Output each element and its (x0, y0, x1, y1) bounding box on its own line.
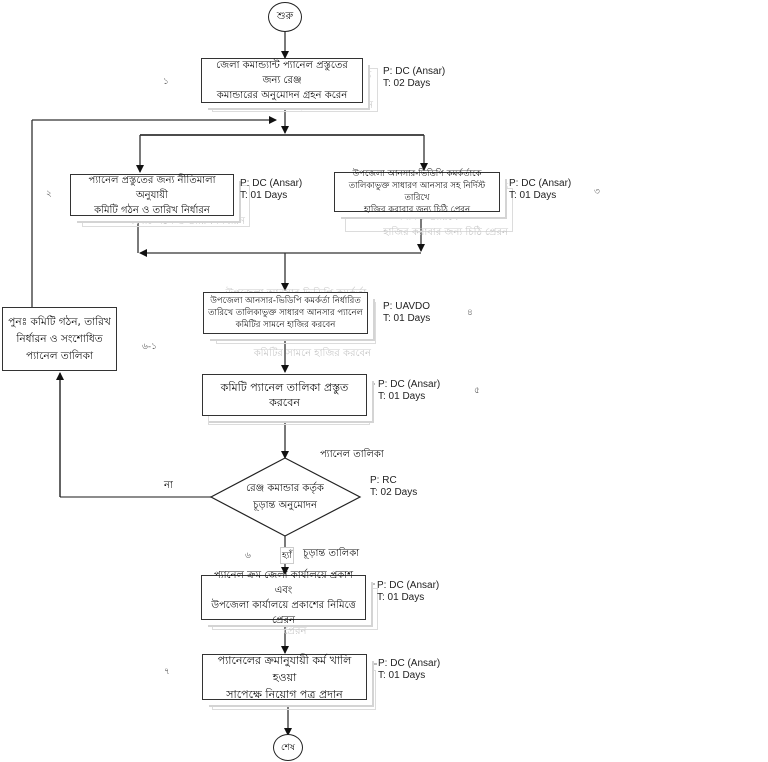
step3-person: P: DC (Ansar) (509, 178, 572, 189)
step4-meta: P: UAVDO T: 01 Days (383, 301, 430, 325)
step4-text-2: তারিখে তালিকাভুক্ত সাধারণ আনসার প্যানেল (208, 308, 363, 318)
step6-box: প্যানেল ক্রম জেলা কার্যালয়ে প্রকাশ এবং … (201, 570, 366, 626)
rework-text-3: প্যানেল তালিকা (25, 349, 93, 362)
step4-person: P: UAVDO (383, 301, 431, 312)
step3-box: উপজেলা আনসার-ভিডিপি কমর্কর্তাকে তালিকাভু… (334, 169, 500, 215)
rework-text-2: নির্ধারন ও সংশোধিত (16, 332, 103, 345)
end-label: শেষ (281, 743, 295, 753)
step1-person: P: DC (Ansar) (383, 66, 446, 77)
end-terminal: শেষ (273, 734, 303, 761)
step1-text-1: জেলা কমান্ড্যান্ট প্যানেল প্রস্তুতের জন্… (216, 60, 348, 86)
step4-text-3: কমিটির সামনে হাজির করবেন (235, 320, 336, 330)
step7-text-2: সাপেক্ষে নিয়োগ পত্র প্রদান (226, 687, 343, 701)
ghost-text-line: কমান্ডারের অনুমোদন গ্রহন করেন (242, 99, 373, 111)
step7-number: ৭ (164, 667, 170, 677)
step2-text-2: কমিটি গঠন ও তারিখ নির্ধারন (94, 204, 210, 216)
step1-text-2: কমান্ডারের অনুমোদন গ্রহন করেন (216, 90, 348, 101)
decision-text-1: রেঞ্জ কমান্ডার কর্তৃক (246, 483, 324, 494)
decision-text-2: চূড়ান্ত অনুমোদন (253, 500, 317, 511)
step6-meta: P: DC (Ansar) T: 01 Days (377, 580, 439, 604)
step7-text-1: প্যানেলের ক্রমানুযায়ী কর্ম খালি হওয়া (217, 653, 352, 684)
decision-diamond (209, 457, 362, 537)
step3-meta: P: DC (Ansar) T: 01 Days (509, 178, 571, 202)
step2-number: ২ (46, 189, 52, 199)
step2-box: প্যানেল প্রস্তুতের জন্য নীতিমালা অনুযায়… (70, 174, 234, 216)
ghost-text-line: কমিটি গঠন ও তারিখ নির্ধারন (129, 215, 245, 227)
final-list-label: চূড়ান্ত তালিকা (303, 548, 360, 559)
step6-text-2: উপজেলা কার্যালয়ে প্রকাশের নিমিত্তে প্রে… (211, 599, 356, 626)
step3-text-2: তালিকাভুক্ত সাধারণ আনসার সহ নির্দিস্ট তা… (348, 181, 486, 203)
step6-text-1: প্যানেল ক্রম জেলা কার্যালয়ে প্রকাশ এবং (213, 569, 354, 596)
no-label: না (164, 480, 173, 491)
start-label: শুরু (276, 10, 294, 22)
step4-time: T: 01 Days (383, 313, 431, 324)
step2-time: T: 01 Days (240, 190, 288, 201)
rework-text-1: পুনঃ কমিটি গঠন, তারিখ (8, 315, 111, 328)
step5-text-1: কমিটি প্যানেল তালিকা প্রস্তুত করবেন (220, 381, 349, 409)
step2-person: P: DC (Ansar) (240, 178, 303, 189)
step1-box: জেলা কমান্ড্যান্ট প্যানেল প্রস্তুতের জন্… (201, 58, 363, 103)
step7-meta: P: DC (Ansar) T: 01 Days (378, 658, 440, 682)
yes-label: হ্যাঁ (280, 547, 294, 564)
step5-box: কমিটি প্যানেল তালিকা প্রস্তুত করবেন (202, 374, 367, 416)
step5-person: P: DC (Ansar) (378, 379, 441, 390)
step1-meta: P: DC (Ansar) T: 02 Days (383, 66, 445, 90)
decision-text: রেঞ্জ কমান্ডার কর্তৃক চূড়ান্ত অনুমোদন (221, 480, 349, 514)
ghost-text-line: কমিটির সামনে হাজির করবেন (253, 347, 371, 359)
rework-number: ৬-১ (142, 342, 157, 352)
decision-meta: P: RC T: 02 Days (370, 475, 417, 499)
step2-text-1: প্যানেল প্রস্তুতের জন্য নীতিমালা অনুযায়… (88, 174, 216, 201)
step4-text-1: উপজেলা আনসার-ভিডিপি কমর্কর্তা নির্ধারিত (210, 296, 361, 306)
step6-person: P: DC (Ansar) (377, 580, 440, 591)
step5-meta: P: DC (Ansar) T: 01 Days (378, 379, 440, 403)
start-terminal: শুরু (268, 2, 302, 32)
step2-meta: P: DC (Ansar) T: 01 Days (240, 178, 302, 202)
step4-number: ৪ (467, 308, 473, 318)
panel-list-label: প্যানেল তালিকা (320, 449, 384, 460)
step6-time: T: 01 Days (377, 592, 425, 603)
step7-person: P: DC (Ansar) (378, 658, 441, 669)
rework-box: পুনঃ কমিটি গঠন, তারিখ নির্ধারন ও সংশোধিত… (2, 307, 117, 371)
step3-time: T: 01 Days (509, 190, 557, 201)
step5-time: T: 01 Days (378, 391, 426, 402)
step3-number: ৩ (594, 187, 600, 197)
step7-box: প্যানেলের ক্রমানুযায়ী কর্ম খালি হওয়া স… (202, 653, 367, 701)
step5-number: ৫ (474, 386, 480, 396)
step1-number: ১ (163, 77, 169, 87)
ghost-text-line: হাজির করাবার জন্য চিঠি প্রেরন (383, 227, 508, 238)
decision-person: P: RC (370, 475, 397, 486)
step7-time: T: 01 Days (378, 670, 426, 681)
step3-text-3: হাজির করাবার জন্য চিঠি প্রেরন (363, 205, 471, 215)
decision-time: T: 02 Days (370, 487, 418, 498)
step3-text-1: উপজেলা আনসার-ভিডিপি কমর্কর্তাকে (352, 169, 482, 179)
step4-box: উপজেলা আনসার-ভিডিপি কমর্কর্তা নির্ধারিত … (203, 292, 368, 334)
decision-number: ৬ (245, 551, 251, 561)
step1-time: T: 02 Days (383, 78, 431, 89)
